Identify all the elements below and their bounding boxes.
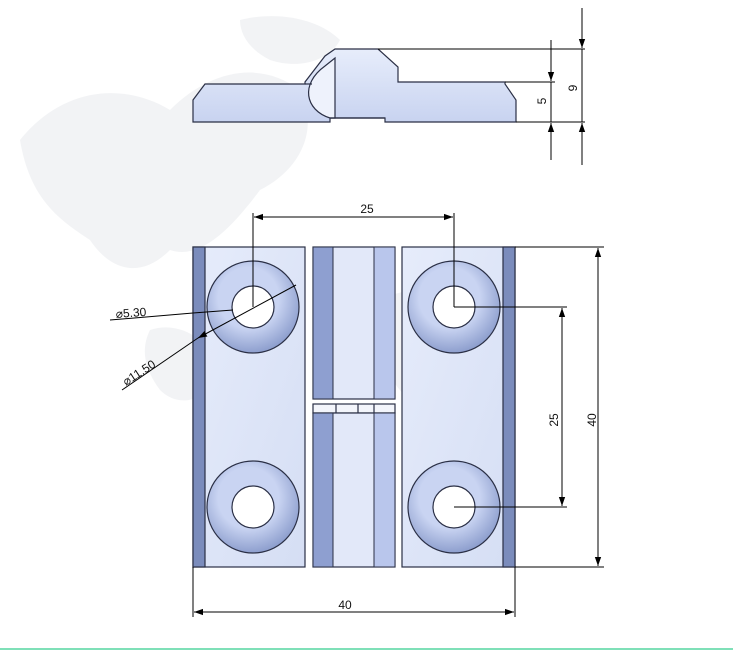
- leader-5-30-line: [192, 309, 234, 314]
- front-view: [192, 246, 516, 568]
- dim-5-label: 5: [535, 97, 549, 104]
- leader-11-50-shelf: [121, 337, 199, 391]
- dim-40v-label: 40: [585, 413, 599, 427]
- side-profile: [192, 48, 517, 123]
- side-view-dimensions: 5 9: [378, 8, 586, 165]
- side-view: [192, 48, 517, 123]
- dia-5-30-label: ⌀5.30: [115, 305, 147, 321]
- left-leaf-edge: [192, 246, 206, 568]
- side-knuckle-curve: [308, 56, 336, 119]
- dim-25h-label: 25: [360, 202, 374, 216]
- knuckle-lower-highlight: [373, 412, 396, 568]
- knuckle-upper-shadow: [312, 246, 334, 400]
- knuckle-lower-shadow: [312, 412, 334, 568]
- right-leaf-edge: [502, 246, 516, 568]
- hole-bottom-left: [206, 460, 300, 554]
- dim-9-label: 9: [566, 84, 580, 91]
- hinge-pin-band: [312, 403, 396, 414]
- dim-40h-label: 40: [338, 598, 352, 612]
- leader-5-30-shelf: [109, 312, 194, 321]
- leader-11-50-line: [197, 284, 297, 339]
- dim-25v-label: 25: [547, 413, 561, 427]
- knuckle-upper-highlight: [373, 246, 396, 400]
